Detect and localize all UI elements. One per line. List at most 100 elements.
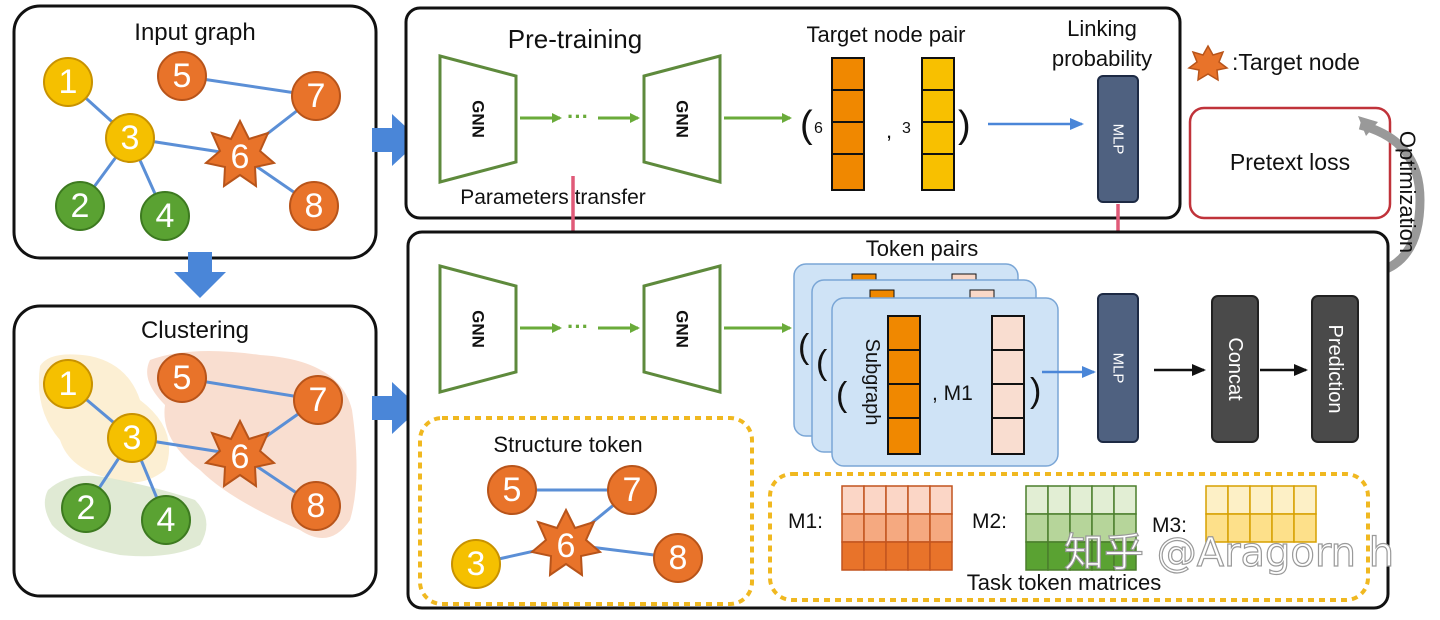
pretrain-gnn-1: GNN — [438, 54, 518, 184]
graph-node-6-target: 6 — [203, 118, 277, 188]
svg-text:MLP: MLP — [1110, 124, 1127, 155]
finetune-mlp: MLP — [1097, 293, 1139, 443]
task-token-box: M1: M2: M3: Task token matrices — [768, 472, 1370, 602]
svg-text:2: 2 — [77, 489, 96, 527]
svg-text:8: 8 — [305, 187, 324, 225]
target-node-star-icon — [1187, 44, 1229, 82]
cluster-node-3: 3 — [107, 413, 157, 463]
pretrain-dots: ··· — [567, 104, 589, 129]
finetune-panel: GNN ··· GNN Token pairs ( ( ( Subgraph — [406, 230, 1390, 610]
graph-node-5: 5 — [157, 51, 207, 101]
svg-text:GNN: GNN — [469, 310, 488, 348]
svg-text:1: 1 — [59, 63, 78, 101]
cluster-node-2: 2 — [61, 483, 111, 533]
svg-text:8: 8 — [669, 539, 688, 577]
m1-label: , M1 — [932, 382, 973, 405]
cluster-node-6-target: 6 — [203, 418, 277, 488]
st-node-5: 5 — [487, 465, 537, 515]
clustering-panel: Clustering 1 5 7 3 6 2 4 8 — [12, 304, 378, 598]
cluster-node-5: 5 — [157, 353, 207, 403]
pair-close-paren: ) — [958, 104, 971, 146]
concat-box: Concat — [1211, 295, 1259, 443]
clustering-title: Clustering — [141, 317, 249, 344]
cluster-node-4: 4 — [141, 495, 191, 545]
subgraph-vector — [887, 315, 921, 455]
svg-text:4: 4 — [156, 197, 175, 235]
svg-text:Prediction: Prediction — [1324, 325, 1346, 414]
svg-text:7: 7 — [309, 381, 328, 419]
svg-text:3: 3 — [467, 545, 486, 583]
m1-matrix-label: M1: — [788, 510, 823, 533]
svg-text:1: 1 — [59, 365, 78, 403]
svg-text:4: 4 — [157, 501, 176, 539]
target-pair-title: Target node pair — [807, 22, 966, 47]
svg-text:7: 7 — [307, 77, 326, 115]
st-node-8: 8 — [653, 533, 703, 583]
structure-token-title: Structure token — [493, 432, 642, 457]
pretraining-panel: Pre-training GNN ··· GNN Target node pai… — [404, 6, 1182, 220]
optimization-label: Optimization — [1395, 131, 1420, 253]
subgraph-label: Subgraph — [861, 339, 883, 426]
parameters-transfer: Parameters transfer — [460, 186, 646, 209]
prediction-box: Prediction — [1311, 295, 1359, 443]
svg-text:MLP: MLP — [1110, 353, 1127, 384]
svg-text:5: 5 — [173, 57, 192, 95]
graph-node-8: 8 — [289, 181, 339, 231]
linking-title-1: Linking — [1067, 16, 1137, 41]
token-pairs-title: Token pairs — [866, 236, 979, 261]
svg-text:6: 6 — [557, 527, 576, 565]
svg-text:2: 2 — [71, 187, 90, 225]
pair-b-label: 3 — [902, 120, 911, 137]
svg-text:GNN: GNN — [673, 100, 692, 138]
svg-text:5: 5 — [503, 471, 522, 509]
cluster-node-8: 8 — [291, 481, 341, 531]
pretraining-title: Pre-training — [508, 24, 642, 54]
m3-matrix-label: M3: — [1152, 514, 1187, 537]
st-node-6-target: 6 — [529, 507, 603, 577]
input-graph-nodes: 1 5 7 3 6 2 4 8 — [43, 51, 341, 241]
svg-text:6: 6 — [231, 438, 250, 476]
input-graph-panel: Input graph 1 5 7 3 6 2 4 8 — [12, 4, 378, 260]
pair-comma: , — [886, 118, 892, 143]
linking-title-2: probability — [1052, 46, 1152, 71]
graph-node-3: 3 — [105, 113, 155, 163]
graph-node-1: 1 — [43, 57, 93, 107]
task-token-title: Task token matrices — [967, 570, 1161, 595]
finetune-dots: ··· — [567, 314, 589, 339]
pair-a-label: 6 — [814, 120, 823, 137]
cluster-node-7: 7 — [293, 375, 343, 425]
st-node-7: 7 — [607, 465, 657, 515]
pretrain-gnn-2: GNN — [642, 54, 722, 184]
cluster-node-1: 1 — [43, 359, 93, 409]
svg-text:3: 3 — [123, 419, 142, 457]
graph-node-4: 4 — [140, 191, 190, 241]
svg-text:GNN: GNN — [673, 310, 692, 348]
svg-text:5: 5 — [173, 359, 192, 397]
svg-text:3: 3 — [121, 119, 140, 157]
st-node-3: 3 — [451, 539, 501, 589]
m2-matrix-label: M2: — [972, 510, 1007, 533]
svg-text:6: 6 — [231, 138, 250, 176]
finetune-gnn-1: GNN — [438, 264, 518, 394]
structure-token-box: Structure token 5 7 6 3 8 — [418, 416, 754, 606]
graph-node-7: 7 — [291, 71, 341, 121]
finetune-gnn-2: GNN — [642, 264, 722, 394]
arrow-input-to-pretraining — [372, 114, 420, 166]
svg-text:GNN: GNN — [469, 100, 488, 138]
arrow-clustering-to-finetune — [372, 382, 420, 434]
svg-text:(: ( — [816, 344, 828, 382]
pair-open-paren: ( — [800, 104, 813, 146]
token-open-paren: ( — [836, 376, 848, 414]
clustering-nodes: 1 5 7 3 6 2 4 8 — [43, 353, 343, 545]
pair-a-vector — [831, 57, 865, 191]
legend-target-text: :Target node — [1232, 49, 1360, 75]
svg-text:7: 7 — [623, 471, 642, 509]
svg-text:Concat: Concat — [1224, 337, 1246, 401]
input-graph-title: Input graph — [134, 19, 255, 46]
m1-vector — [991, 315, 1025, 455]
token-close-paren: ) — [1030, 372, 1041, 410]
m1-matrix — [841, 485, 953, 571]
graph-node-2: 2 — [55, 181, 105, 231]
svg-text:8: 8 — [307, 487, 326, 525]
m3-matrix — [1205, 485, 1317, 543]
